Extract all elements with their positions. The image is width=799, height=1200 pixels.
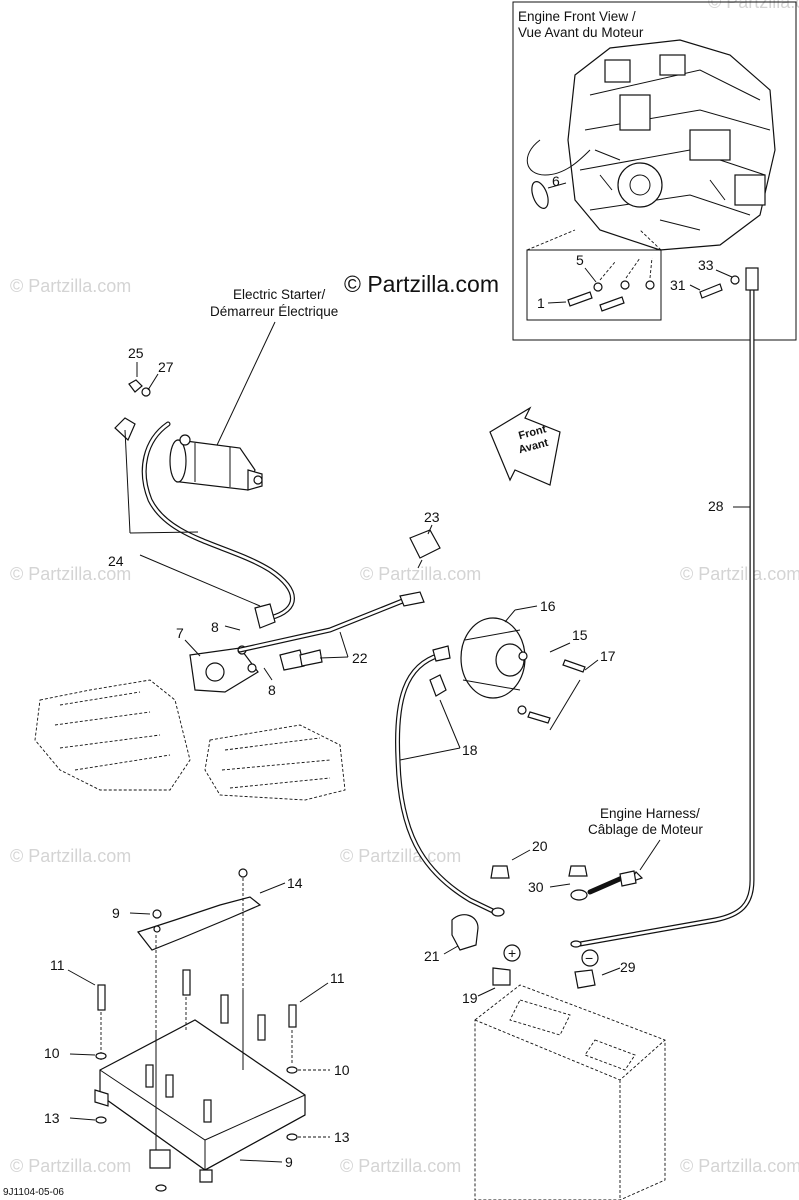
callout-19: 19 <box>462 990 478 1006</box>
callout-13-left: 13 <box>44 1110 60 1126</box>
starter-label-line1: Electric Starter/ <box>233 287 326 302</box>
callout-31: 31 <box>670 277 686 293</box>
tray-bolts <box>97 969 297 1123</box>
engine-front-view-inset: Engine Front View / Vue Avant du Moteur … <box>512 1 797 341</box>
callout-14: 14 <box>287 875 303 891</box>
callout-20: 20 <box>532 838 548 854</box>
callout-9-bottom: 9 <box>285 1154 293 1170</box>
callout-1: 1 <box>537 295 545 311</box>
callout-13-right: 13 <box>334 1129 350 1145</box>
stator-16: 16 15 17 <box>460 598 616 731</box>
tray-dash-lines <box>100 878 293 1065</box>
callout-23: 23 <box>424 509 440 525</box>
tray-rods <box>155 990 244 1150</box>
callout-18: 18 <box>462 742 478 758</box>
terminal-boot-21: 21 <box>424 914 479 964</box>
starter-cable-24: 24 25 27 <box>108 345 295 629</box>
callout-11-right: 11 <box>330 970 345 986</box>
diagram-code: 9J1104-05-06 <box>3 1187 64 1198</box>
watermark-tile: © Partzilla.com <box>680 1156 799 1176</box>
watermark-tile: © Partzilla.com <box>10 276 131 296</box>
callout-25: 25 <box>128 345 144 361</box>
engine-harness: Engine Harness/ Câblage de Moteur 30 <box>528 806 703 901</box>
ground-cable-28: 28 <box>570 267 759 948</box>
watermark-tile: © Partzilla.com <box>360 564 481 584</box>
callout-24: 24 <box>108 553 124 569</box>
callout-17: 17 <box>600 648 616 664</box>
engine-illustration <box>526 39 776 251</box>
watermark-tile: © Partzilla.com <box>680 564 799 584</box>
callout-30: 30 <box>528 879 544 895</box>
engine-housing-hatched <box>34 679 346 801</box>
callout-22: 22 <box>352 650 368 666</box>
callout-21: 21 <box>424 948 440 964</box>
watermark-tile: © Partzilla.com <box>10 846 131 866</box>
callout-29: 29 <box>620 959 636 975</box>
callout-8-bottom: 8 <box>268 682 276 698</box>
starter-label-line2: Démarreur Électrique <box>210 304 338 319</box>
watermark-main: © Partzilla.com <box>344 271 499 297</box>
battery-tray: 10 10 11 11 13 13 9 <box>44 878 350 1192</box>
terminal-nut-20: 20 <box>490 838 548 879</box>
watermark-tile: © Partzilla.com <box>708 0 799 12</box>
callout-6: 6 <box>552 173 560 189</box>
callout-33: 33 <box>698 257 714 273</box>
callout-27: 27 <box>158 359 174 375</box>
harness-label-line2: Câblage de Moteur <box>588 822 703 837</box>
connector-23: 23 <box>409 509 441 569</box>
battery: + − 19 29 <box>462 944 666 1200</box>
battery-cable-22: 22 <box>237 591 425 671</box>
tray-washers <box>95 1052 298 1192</box>
watermark-tile: © Partzilla.com <box>10 1156 131 1176</box>
callout-10-right: 10 <box>334 1062 350 1078</box>
inset-title-line1: Engine Front View / <box>518 9 636 24</box>
watermark-tile: © Partzilla.com <box>10 564 131 584</box>
callout-11-left: 11 <box>50 957 65 973</box>
harness-label-line1: Engine Harness/ <box>600 806 700 821</box>
callout-9-top: 9 <box>112 905 120 921</box>
battery-bracket-14: 14 9 <box>112 868 303 951</box>
fastener-subframe <box>526 249 662 321</box>
callout-7: 7 <box>176 625 184 641</box>
callout-5: 5 <box>576 252 584 268</box>
callout-16: 16 <box>540 598 556 614</box>
inset-frame <box>512 1 797 341</box>
ground-cable-18: 18 <box>395 645 505 917</box>
callout-28: 28 <box>708 498 724 514</box>
callout-8-top: 8 <box>211 619 219 635</box>
callout-10-left: 10 <box>44 1045 60 1061</box>
callout-15: 15 <box>572 627 588 643</box>
inset-title-line2: Vue Avant du Moteur <box>518 25 644 40</box>
positive-mark: + <box>508 945 516 961</box>
watermark-tile: © Partzilla.com <box>340 846 461 866</box>
watermark-tile: © Partzilla.com <box>340 1156 461 1176</box>
negative-mark: − <box>585 950 593 966</box>
electric-starter: Electric Starter/ Démarreur Électrique <box>169 287 338 491</box>
front-direction-arrow: Front Avant <box>489 406 561 486</box>
watermark-tiles: © Partzilla.com © Partzilla.com © Partzi… <box>10 0 799 1176</box>
starter-solenoid-7: 7 8 8 <box>176 619 276 698</box>
